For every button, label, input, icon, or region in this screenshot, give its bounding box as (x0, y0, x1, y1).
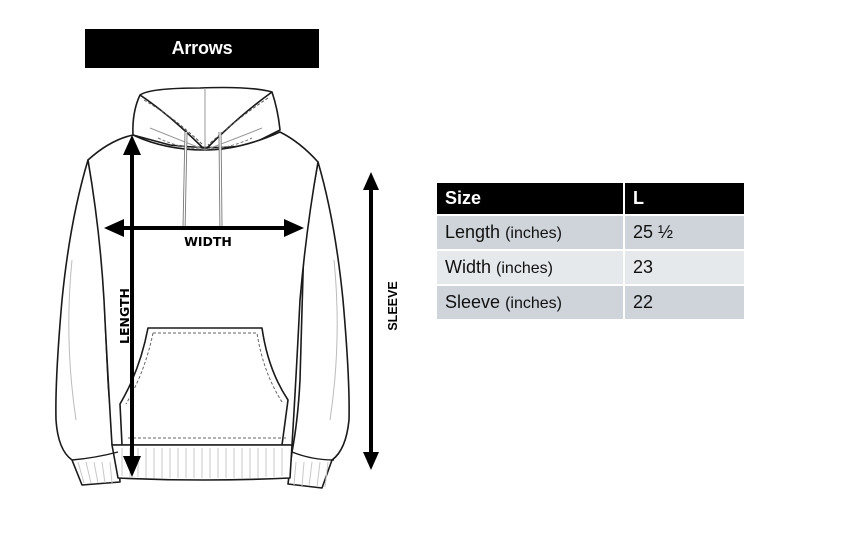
unit-label: (inches) (505, 295, 562, 312)
row-label-length: Length (inches) (437, 215, 625, 251)
table-row: Length (inches) 25 ½ (437, 215, 744, 251)
hoodie-illustration (55, 86, 350, 489)
row-value-length: 25 ½ (624, 215, 744, 251)
size-chart-table: Size L Length (inches) 25 ½ Width (inche… (437, 183, 744, 321)
row-label-sleeve: Sleeve (inches) (437, 285, 625, 321)
row-value-sleeve: 22 (624, 285, 744, 321)
sleeve-label: SLEEVE (386, 281, 400, 330)
unit-label: (inches) (496, 260, 553, 277)
header-size: Size (437, 183, 625, 216)
unit-label: (inches) (505, 225, 562, 242)
row-value-width: 23 (624, 250, 744, 286)
row-label-width: Width (inches) (437, 250, 625, 286)
table-row: Width (inches) 23 (437, 250, 744, 286)
table-row: Sleeve (inches) 22 (437, 285, 744, 321)
header-size-value: L (624, 183, 744, 216)
length-arrow (123, 135, 141, 477)
title-banner: Arrows (85, 29, 319, 68)
sleeve-arrow (363, 172, 379, 470)
width-arrow (104, 219, 304, 237)
length-label: LENGTH (117, 288, 132, 344)
table-header-row: Size L (437, 183, 744, 216)
title-text: Arrows (171, 38, 233, 58)
width-label: WIDTH (184, 234, 232, 249)
